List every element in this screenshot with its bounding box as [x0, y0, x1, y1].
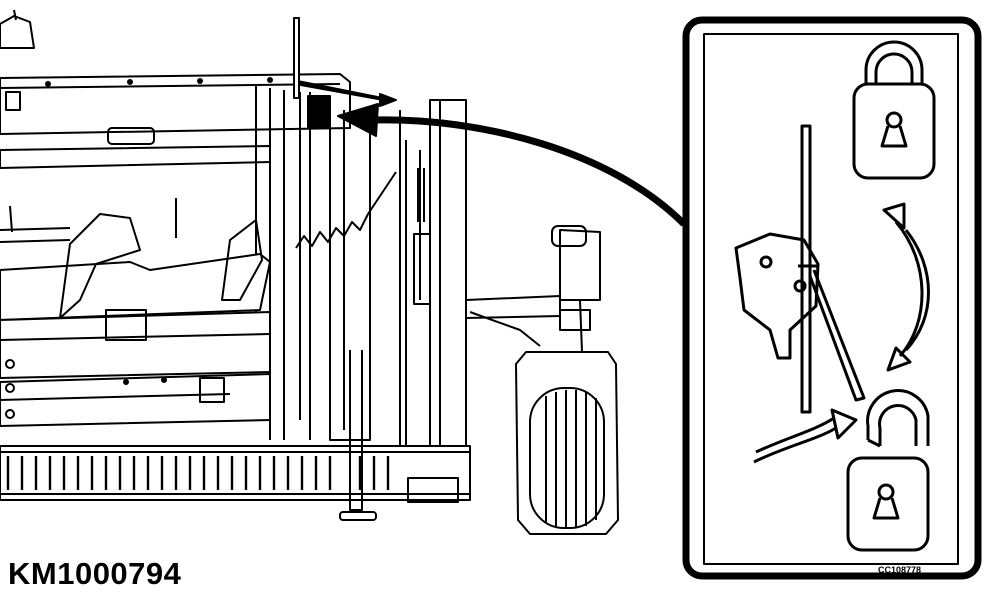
- unlocked-padlock-icon: [846, 389, 930, 552]
- parking-stand-handle-icon: [734, 124, 866, 414]
- rotation-arrow-icon: [882, 202, 930, 372]
- swoosh-arrow-icon: [753, 408, 858, 464]
- decal-callout-panel: [682, 16, 982, 580]
- pointer-arrow-icon: [297, 82, 687, 227]
- machine-frame-illustration: [0, 9, 619, 535]
- decal-code-label: CC108778: [878, 565, 922, 575]
- figure-id-label: KM1000794: [8, 556, 182, 591]
- locked-padlock-icon: [852, 40, 936, 180]
